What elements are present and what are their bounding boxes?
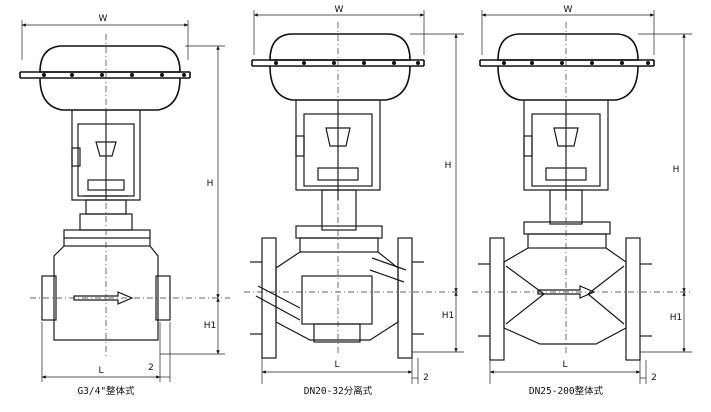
bottom-plug: [313, 323, 361, 343]
end-flange-left: [261, 237, 277, 359]
body-top-flange: [299, 237, 379, 253]
diaphragm-upper: [269, 33, 411, 61]
valve-body: [275, 251, 399, 341]
diaphragm-upper: [39, 45, 181, 73]
gap-label: 2: [423, 373, 429, 383]
valve-body: [53, 245, 159, 341]
w-label: W: [335, 5, 344, 15]
valve-seat: [301, 275, 373, 325]
extension-bonnet: [321, 189, 357, 231]
valve-body: [503, 247, 627, 345]
h-label: H: [673, 165, 680, 175]
end-flange-right: [625, 237, 641, 361]
body-top-flange: [527, 233, 607, 249]
caption-left: G3/4"整体式: [77, 385, 135, 397]
l-label: L: [98, 366, 103, 376]
internal-passage-left: [505, 265, 545, 325]
indicator-plate: [523, 135, 533, 157]
stem-connector: [95, 141, 117, 157]
flow-arrow: [537, 285, 596, 299]
gap-label: 2: [148, 363, 154, 373]
flange-bolts: [274, 61, 420, 65]
drawing-middle: W: [244, 5, 464, 397]
w-label: W: [564, 5, 573, 15]
h-label: H: [445, 161, 452, 171]
end-flange-left: [489, 237, 505, 361]
diaphragm-lower: [39, 77, 181, 111]
indicator-plate: [71, 147, 81, 167]
w-label: W: [99, 14, 108, 24]
bonnet-neck: [549, 189, 583, 225]
l-label: L: [334, 360, 339, 370]
end-flange-right: [397, 237, 413, 359]
h1-label: H1: [204, 321, 217, 331]
bonnet-flange: [295, 225, 383, 239]
internal-passage-right: [587, 265, 625, 325]
drawing-right: W: [472, 5, 692, 397]
flange-bolts: [502, 61, 650, 65]
l-label: L: [562, 360, 567, 370]
caption-right: DN25-200整体式: [529, 385, 604, 397]
flange-bolts: [42, 73, 186, 77]
flow-arrow: [73, 291, 134, 305]
indicator-plate: [295, 135, 305, 157]
drawing-left: W: [19, 14, 230, 397]
diaphragm-upper: [497, 33, 639, 61]
stem-connector: [325, 127, 351, 147]
gap-label: 2: [651, 373, 657, 383]
h1-label: H1: [442, 311, 455, 321]
stem-connector: [553, 127, 579, 147]
caption-middle: DN20-32分离式: [304, 385, 373, 397]
h1-label: H1: [670, 313, 683, 323]
internal-passage: [255, 257, 407, 321]
h-label: H: [207, 179, 214, 189]
